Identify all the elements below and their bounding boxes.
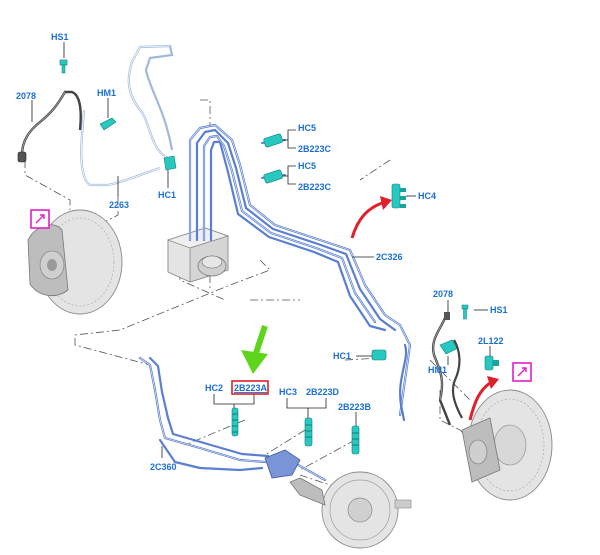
label-hm1-right: HM1 [428, 365, 447, 375]
label-2078-left: 2078 [16, 91, 36, 101]
fitting-2l122-icon [484, 355, 499, 371]
label-brackets [161, 129, 491, 458]
label-hc2: HC2 [205, 383, 223, 393]
clip-hc5-top-icon [263, 133, 283, 148]
green-arrow-icon [241, 325, 268, 374]
label-hc5-top: HC5 [298, 123, 316, 133]
fitting-2b223a-icon [231, 407, 239, 437]
callout-right-icon [512, 362, 532, 382]
highlight-box-2b223a [231, 380, 269, 395]
left-brake-assembly [17, 42, 177, 196]
hc1-left-clip-icon [163, 155, 177, 171]
callout-left-icon [30, 209, 50, 229]
red-arrow-right-icon [468, 376, 499, 421]
label-2b223b: 2B223B [338, 402, 372, 412]
hm1-left-clip-icon [99, 117, 117, 131]
clip-hc4-icon [391, 183, 406, 209]
label-2c360: 2C360 [150, 462, 177, 472]
hs1-left-bolt-icon [59, 59, 68, 66]
label-2l122: 2L122 [478, 336, 504, 346]
label-2078-right: 2078 [433, 289, 453, 299]
label-2b223d: 2B223D [306, 387, 340, 397]
label-hc1-left: HC1 [158, 190, 176, 200]
fitting-2b223d-icon [304, 417, 313, 447]
abs-hydraulic-unit [166, 227, 230, 283]
label-2b223a[interactable]: 2B223A [234, 383, 268, 393]
clip-hc5-bottom-icon [263, 169, 283, 184]
label-2b223c-top: 2B223C [298, 144, 332, 154]
label-hc5-bottom: HC5 [298, 161, 316, 171]
label-2b223c-bottom: 2B223C [298, 182, 332, 192]
brake-booster [264, 449, 412, 549]
fitting-2b223b-icon [351, 425, 360, 455]
label-hc1-right: HC1 [333, 351, 351, 361]
label-hs1-left: HS1 [51, 32, 69, 42]
label-hc3: HC3 [279, 387, 297, 397]
red-arrow-top-icon [350, 196, 392, 239]
label-2263: 2263 [109, 200, 129, 210]
clip-hc1-right-icon [371, 349, 387, 361]
label-2c326: 2C326 [376, 252, 403, 262]
label-hm1-left: HM1 [97, 88, 116, 98]
left-brake-disc [27, 209, 123, 315]
label-hc4: HC4 [418, 191, 436, 201]
leader-lines [24, 99, 471, 491]
right-brake-assembly [431, 312, 463, 426]
right-brake-disc [461, 389, 553, 501]
label-hs1-right: HS1 [490, 305, 508, 315]
bolt-hs1-right-icon [461, 304, 469, 320]
